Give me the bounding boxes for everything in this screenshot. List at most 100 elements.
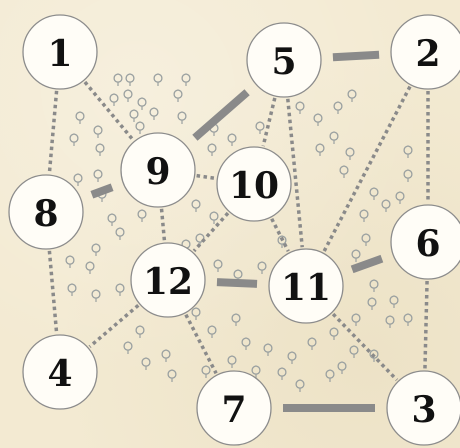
tree-icon <box>352 314 360 326</box>
tree-icon <box>116 284 124 296</box>
node-6[interactable]: 6 <box>391 205 460 279</box>
tree-icon <box>192 200 200 212</box>
tree-icon <box>126 74 134 86</box>
tree-icon <box>138 210 146 222</box>
tree-icon <box>346 148 354 160</box>
tree-icon <box>352 250 360 262</box>
tree-icon <box>296 380 304 392</box>
tree-icon <box>124 90 132 102</box>
tree-icon <box>368 298 376 310</box>
tree-icon <box>168 370 176 382</box>
tree-icon <box>326 370 334 382</box>
tree-icon <box>94 126 102 138</box>
tree-icon <box>404 170 412 182</box>
tree-icon <box>182 74 190 86</box>
node-label: 8 <box>33 193 58 235</box>
node-label: 12 <box>143 261 193 303</box>
tree-icon <box>68 284 76 296</box>
tree-icon <box>330 132 338 144</box>
tree-icon <box>348 90 356 102</box>
route-9-10[interactable] <box>197 176 216 179</box>
tree-icon <box>338 362 346 374</box>
node-8[interactable]: 8 <box>9 175 83 249</box>
tree-icon <box>404 146 412 158</box>
tree-icon <box>142 358 150 370</box>
route-8-4[interactable] <box>49 251 56 333</box>
tree-icon <box>370 280 378 292</box>
tree-icon <box>70 134 78 146</box>
tree-icon <box>208 326 216 338</box>
tree-icon <box>96 144 104 156</box>
route-12-7[interactable] <box>186 315 216 374</box>
tree-icon <box>192 308 200 320</box>
node-label: 11 <box>281 267 331 309</box>
node-label: 3 <box>411 389 436 431</box>
node-7[interactable]: 7 <box>197 371 271 445</box>
node-11[interactable]: 11 <box>269 249 343 323</box>
route-5-2[interactable] <box>333 55 379 58</box>
tree-icon <box>308 338 316 350</box>
node-label: 4 <box>47 353 72 395</box>
routes-layer <box>49 55 428 408</box>
tree-icon <box>202 366 210 378</box>
route-6-3[interactable] <box>425 281 427 369</box>
tree-icon <box>138 98 146 110</box>
tree-icon <box>154 74 162 86</box>
tree-icon <box>362 234 370 246</box>
route-9-5[interactable] <box>195 92 247 138</box>
node-12[interactable]: 12 <box>131 243 205 317</box>
tree-icon <box>116 228 124 240</box>
node-9[interactable]: 9 <box>121 133 195 207</box>
tree-icon <box>114 74 122 86</box>
route-9-12[interactable] <box>162 209 165 241</box>
node-10[interactable]: 10 <box>217 147 291 221</box>
tree-icon <box>334 102 342 114</box>
tree-icon <box>316 144 324 156</box>
tree-icon <box>108 214 116 226</box>
node-5[interactable]: 5 <box>247 23 321 97</box>
tree-icon <box>92 244 100 256</box>
route-10-11[interactable] <box>272 219 289 252</box>
tree-icon <box>178 112 186 124</box>
tree-icon <box>264 344 272 356</box>
node-2[interactable]: 2 <box>391 15 460 89</box>
tree-icon <box>86 262 94 274</box>
tree-icon <box>150 108 158 120</box>
tree-icon <box>92 290 100 302</box>
tree-icon <box>360 210 368 222</box>
node-label: 5 <box>271 41 296 83</box>
tree-icon <box>390 296 398 308</box>
node-label: 1 <box>47 33 72 75</box>
tree-icon <box>404 314 412 326</box>
tree-icon <box>340 166 348 178</box>
tree-icon <box>296 102 304 114</box>
node-label: 7 <box>221 389 246 431</box>
tree-icon <box>350 346 358 358</box>
tree-icon <box>228 356 236 368</box>
route-5-10[interactable] <box>263 98 275 146</box>
tree-icon <box>210 212 218 224</box>
tree-icon <box>110 94 118 106</box>
tree-icon <box>136 122 144 134</box>
node-label: 6 <box>415 223 440 265</box>
node-3[interactable]: 3 <box>387 371 460 445</box>
node-4[interactable]: 4 <box>23 335 97 409</box>
tree-icon <box>214 260 222 272</box>
tree-icon <box>386 316 394 328</box>
tree-icon <box>124 342 132 354</box>
tree-icon <box>136 326 144 338</box>
route-12-4[interactable] <box>90 305 139 346</box>
tree-icon <box>162 350 170 362</box>
route-8-9[interactable] <box>92 187 112 195</box>
node-1[interactable]: 1 <box>23 15 97 89</box>
route-1-8[interactable] <box>49 91 56 173</box>
tree-icon <box>396 192 404 204</box>
node-label: 2 <box>415 33 440 75</box>
tree-icon <box>66 256 74 268</box>
route-12-11[interactable] <box>217 282 257 284</box>
node-label: 10 <box>229 165 279 207</box>
tree-icon <box>74 174 82 186</box>
tree-icon <box>256 122 264 134</box>
